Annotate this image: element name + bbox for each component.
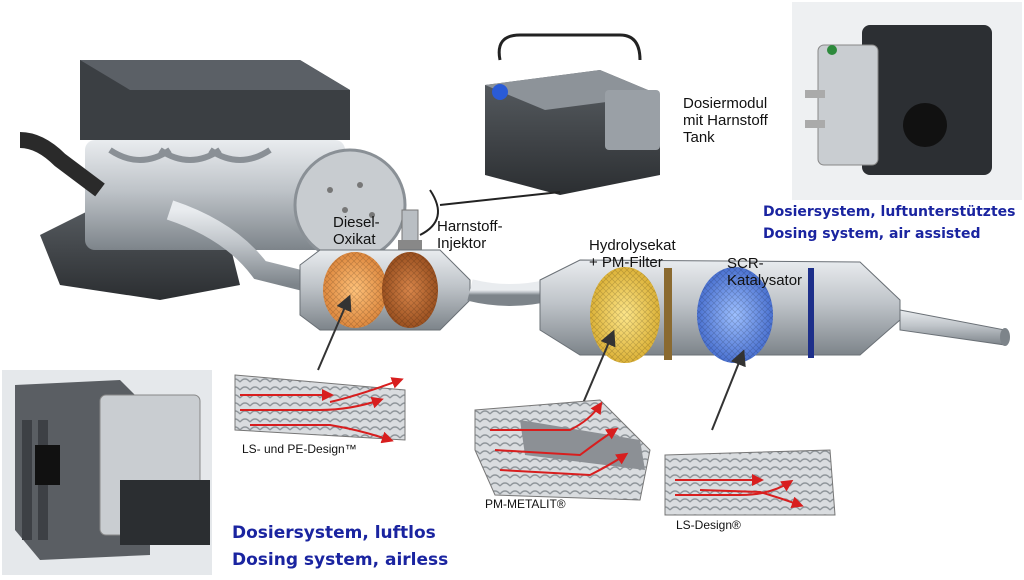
diesel-oxicat-label: Diesel- Oxikat [333, 214, 380, 248]
urea-tank-icon [419, 33, 660, 236]
scr-housing [539, 259, 1010, 363]
scr-cat-label: SCR- Katalysator [727, 255, 803, 289]
exhaust-inlet-pipe [166, 200, 323, 295]
pm-metalit-detail [474, 399, 651, 501]
airless-caption-en: Dosing system, airless [232, 550, 449, 570]
urea-injector-label: Harnstoff- Injektor [437, 218, 503, 252]
hydrolysis-cat-label: Hydrolysekat + PM-Filter [589, 237, 676, 271]
ls-design-label: LS-Design® [676, 518, 741, 532]
injector-icon [398, 209, 422, 251]
dosing-unit-photo [792, 2, 1022, 200]
dosing-unit-photo [2, 370, 212, 575]
air-assisted-caption-en: Dosing system, air assisted [763, 226, 981, 242]
ls-pe-design-label: LS- und PE-Design™ [242, 442, 357, 456]
oxicat-housing [299, 249, 471, 331]
connecting-pipe [467, 279, 553, 306]
air-assisted-caption-de: Dosiersystem, luftunterstütztes [763, 204, 1016, 220]
ls-design-detail [664, 449, 836, 516]
dosing-module-label: Dosiermodul mit Harnstoff Tank [683, 95, 768, 146]
ls-pe-foil-detail [234, 374, 406, 444]
arrow-pointer-icon [317, 294, 352, 371]
airless-caption-de: Dosiersystem, luftlos [232, 523, 436, 543]
arrow-pointer-icon [711, 349, 746, 431]
pm-metalit-label: PM-METALIT® [485, 497, 566, 511]
